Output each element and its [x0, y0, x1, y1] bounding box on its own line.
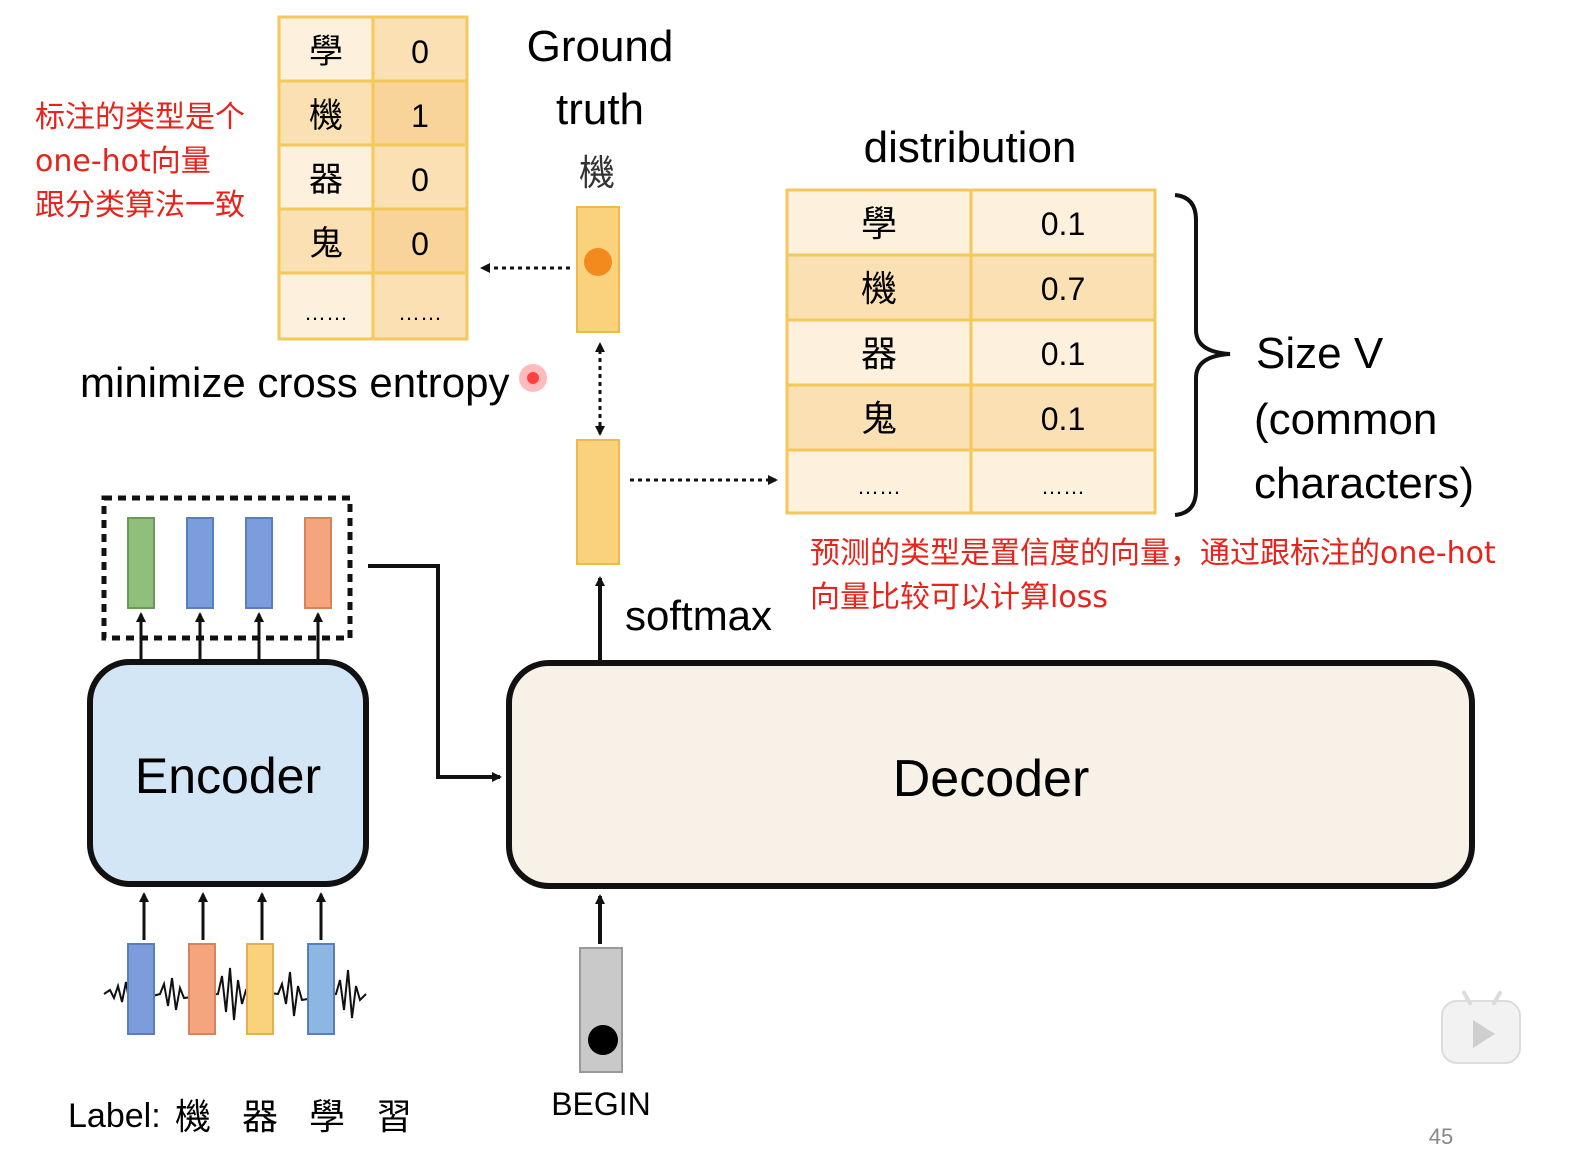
right-note-line-1: 预测的类型是置信度的向量，通过跟标注的one-hot: [810, 536, 1496, 571]
ground-truth-table: 學 0 機 1 器 0 鬼 0 …… ……: [277, 15, 469, 341]
distribution-table: 學 0.1 機 0.7 器 0.1 鬼 0.1 …… ……: [785, 188, 1157, 515]
label-caption-char-4: 習: [376, 1097, 412, 1138]
dist-char-3: 鬼: [861, 399, 897, 440]
one-hot-dot-icon: [584, 248, 612, 276]
input-vector-3: [246, 943, 274, 1035]
ground-truth-title-2: truth: [556, 85, 644, 134]
size-label-1: Size V: [1256, 329, 1384, 378]
encoder-decoder-arrow: [368, 564, 502, 782]
input-vector-1: [127, 943, 155, 1035]
dist-char-2: 器: [861, 334, 897, 375]
left-note-line-3: 跟分类算法一致: [35, 188, 245, 223]
ground-truth-title-1: Ground: [527, 22, 674, 71]
loss-label: minimize cross entropy: [80, 359, 509, 406]
size-label-3: characters): [1254, 459, 1474, 508]
dist-value-0: 0.1: [1041, 206, 1085, 242]
encoder-label: Encoder: [135, 748, 321, 804]
gt-value-0: 0: [411, 34, 429, 70]
ground-truth-char: 機: [579, 153, 615, 194]
gt-char-1: 機: [309, 96, 343, 136]
size-brace-icon: [1174, 193, 1231, 517]
gt-value-4: ……: [398, 300, 442, 325]
decoder-box: [506, 660, 1475, 889]
size-label-2: (common: [1254, 395, 1437, 444]
label-caption-prefix: Label:: [68, 1097, 161, 1135]
input-vector-2: [188, 943, 216, 1035]
encoder-output-vector-1: [127, 517, 155, 609]
gt-char-4: ……: [304, 300, 348, 325]
encoder-box: [87, 659, 369, 887]
encoder-output-vector-4: [304, 517, 332, 609]
dist-char-4: ……: [857, 474, 901, 499]
dist-value-3: 0.1: [1041, 401, 1085, 437]
gt-char-0: 學: [309, 32, 343, 72]
gt-value-2: 0: [411, 162, 429, 198]
label-caption-char-1: 機: [175, 1097, 211, 1138]
cursor-dot-icon: [527, 372, 539, 384]
input-vector-4: [307, 943, 335, 1035]
label-caption-char-2: 器: [242, 1097, 278, 1138]
encoder-output-group: [101, 495, 353, 641]
play-triangle-icon: [1473, 1020, 1495, 1048]
dist-value-4: ……: [1041, 474, 1085, 499]
left-note-line-2: one-hot向量: [35, 144, 211, 179]
distribution-title: distribution: [864, 123, 1077, 172]
page-number: 45: [1429, 1124, 1453, 1149]
distribution-vector: [576, 439, 620, 565]
gt-char-2: 器: [309, 160, 343, 200]
decoder-label: Decoder: [893, 750, 1090, 808]
gt-value-3: 0: [411, 226, 429, 262]
encoder-output-vector-2: [186, 517, 214, 609]
dist-char-0: 學: [861, 204, 897, 245]
begin-token-dot-icon: [588, 1025, 618, 1055]
softmax-label: softmax: [625, 592, 772, 639]
left-note-line-1: 标注的类型是个: [35, 100, 245, 135]
gt-value-1: 1: [411, 98, 429, 134]
dist-char-1: 機: [861, 269, 897, 310]
label-caption-char-3: 學: [309, 1097, 345, 1138]
left-note: 标注的类型是个 one-hot向量 跟分类算法一致: [35, 96, 245, 228]
gt-char-3: 鬼: [309, 224, 343, 264]
dist-value-2: 0.1: [1041, 336, 1085, 372]
encoder-output-vector-3: [245, 517, 273, 609]
right-note: 预测的类型是置信度的向量，通过跟标注的one-hot 向量比较可以计算loss: [810, 532, 1496, 620]
begin-label: BEGIN: [551, 1086, 651, 1122]
right-note-line-2: 向量比较可以计算loss: [810, 580, 1108, 615]
dist-value-1: 0.7: [1041, 271, 1085, 307]
video-play-icon[interactable]: [1441, 990, 1521, 1064]
